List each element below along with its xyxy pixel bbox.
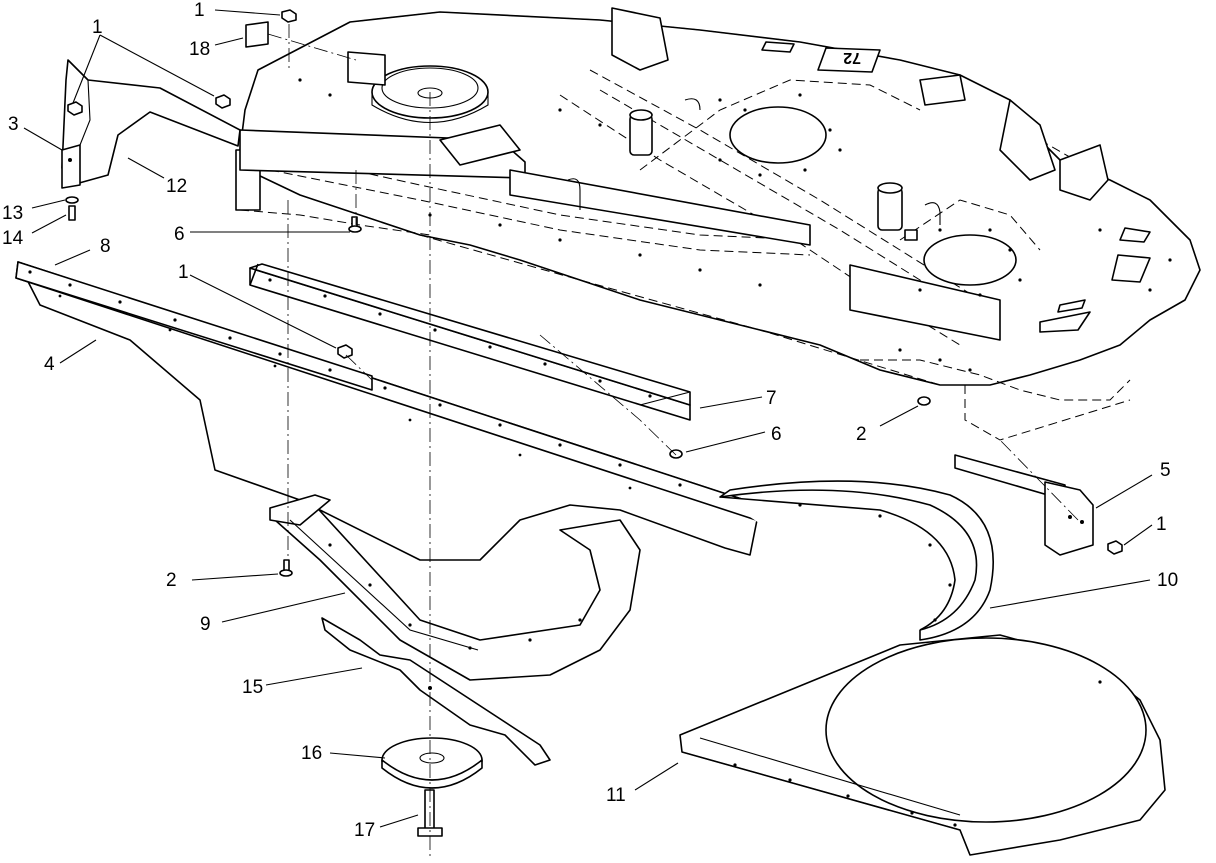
part-6-screw <box>348 216 362 233</box>
callout-17: 17 <box>354 820 375 841</box>
part-12-left-bracket <box>61 59 241 189</box>
callout-2: 2 <box>856 424 867 445</box>
spindle-housing <box>629 109 653 156</box>
callout-18: 18 <box>189 39 210 60</box>
part-1-nut <box>67 101 83 116</box>
callout-7: 7 <box>766 388 777 409</box>
callout-1: 1 <box>194 0 205 21</box>
part-10-curved-baffle <box>719 480 994 641</box>
callout-3: 3 <box>8 114 19 135</box>
part-7-baffle-strip <box>249 263 691 421</box>
callout-12: 12 <box>166 176 187 197</box>
part-1-nut <box>337 344 353 359</box>
deck-size-marking: 72 <box>843 49 861 66</box>
part-1-nut <box>215 94 231 109</box>
part-1-nut <box>1107 540 1123 555</box>
callout-1: 1 <box>178 262 189 283</box>
callout-11: 11 <box>606 785 626 806</box>
part-11-deflector <box>679 634 1166 856</box>
spindle-housing <box>877 182 903 231</box>
part-9-lower-baffle <box>269 494 641 681</box>
part-14-bolt <box>68 205 76 221</box>
callout-16: 16 <box>301 743 322 764</box>
callout-6: 6 <box>174 224 185 245</box>
callout-9: 9 <box>200 614 211 635</box>
part-2-bolt <box>917 396 931 406</box>
mower-deck-housing: 72 <box>235 7 1201 441</box>
part-18-decal <box>245 21 269 48</box>
callout-13: 13 <box>2 203 23 224</box>
callout-labels: 1 18 1 3 12 13 14 6 8 1 4 7 6 2 5 1 2 10… <box>2 0 1178 841</box>
callout-4: 4 <box>44 354 55 375</box>
callout-1: 1 <box>92 17 103 38</box>
part-8-baffle-strip <box>15 261 761 521</box>
callout-2: 2 <box>166 570 177 591</box>
leader-lines <box>23 9 1153 828</box>
callout-10: 10 <box>1157 570 1178 591</box>
part-5-right-bracket <box>954 454 1094 556</box>
callout-8: 8 <box>100 236 111 257</box>
callout-6: 6 <box>771 424 782 445</box>
part-13-washer <box>65 196 79 204</box>
part-2-bolt <box>279 559 293 577</box>
part-1-nut <box>281 9 297 23</box>
callout-14: 14 <box>2 228 24 249</box>
part-16-washer <box>381 737 483 789</box>
callout-1: 1 <box>1156 514 1167 535</box>
callout-5: 5 <box>1160 460 1171 481</box>
assembly-lines <box>267 24 1079 860</box>
callout-15: 15 <box>242 677 263 698</box>
